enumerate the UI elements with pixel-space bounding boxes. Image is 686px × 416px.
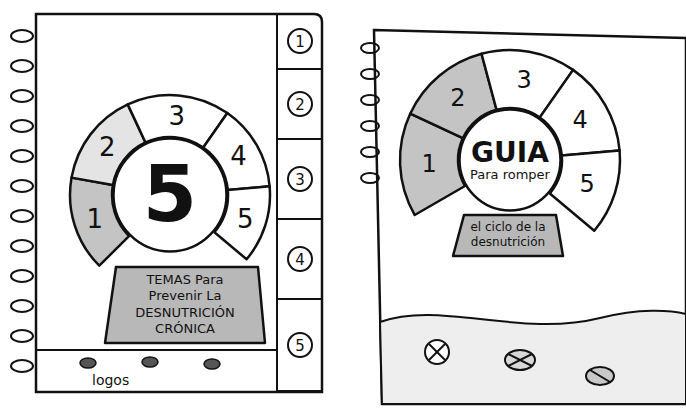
phone-frame [374, 30, 686, 404]
segment-number: 4 [230, 141, 247, 171]
center-subtitle: Para romper [470, 168, 550, 182]
tab-number: 3 [287, 166, 313, 192]
segment-number: 2 [99, 132, 116, 162]
phone-frame [36, 14, 322, 392]
tab-number: 5 [287, 332, 313, 358]
logo-dot [80, 358, 96, 368]
menu-icon [425, 340, 449, 364]
center-circle: 5 [112, 137, 228, 253]
banner-text: el ciclo de la desnutrición [468, 220, 548, 250]
segment-number: 2 [450, 84, 465, 112]
tab-number: 2 [287, 91, 313, 117]
bottom-bar-line [36, 349, 276, 351]
shape-path [453, 215, 563, 256]
side-tab: 1 [276, 14, 322, 70]
segment-number: 5 [580, 170, 595, 198]
segment-number: 1 [421, 150, 436, 178]
segment-number: 3 [516, 66, 531, 94]
center-circle: GUIAPara romper [458, 108, 562, 212]
center-title: 5 [143, 154, 197, 236]
bottom-wave [380, 311, 686, 404]
tab-number: 1 [287, 28, 313, 54]
menu-icon [586, 367, 614, 385]
segment-number: 4 [573, 106, 588, 134]
title-banner: el ciclo de la desnutrición [452, 214, 564, 257]
title-banner: TEMAS Para Prevenir La DESNUTRICIÓN CRÓN… [104, 266, 266, 344]
segment-number: 1 [86, 204, 103, 234]
side-tab: 2 [276, 70, 322, 140]
side-tab: 5 [276, 300, 322, 392]
shape-path [105, 267, 265, 343]
side-tab: 3 [276, 140, 322, 220]
center-title: GUIA [471, 138, 549, 167]
spiral-binding [361, 43, 379, 183]
menu-icon [505, 350, 535, 370]
segment-number: 3 [169, 101, 186, 131]
logo-dot [142, 357, 158, 367]
banner-text: TEMAS Para Prevenir La DESNUTRICIÓN CRÓN… [120, 272, 250, 337]
segment-number: 5 [237, 204, 254, 234]
shape-path [114, 139, 227, 252]
tab-number: 4 [287, 246, 313, 272]
logo-dot [204, 359, 220, 369]
shape-path [460, 110, 561, 211]
side-tab: 4 [276, 220, 322, 300]
spiral-binding [11, 30, 33, 372]
logos-label: logos [92, 372, 129, 388]
